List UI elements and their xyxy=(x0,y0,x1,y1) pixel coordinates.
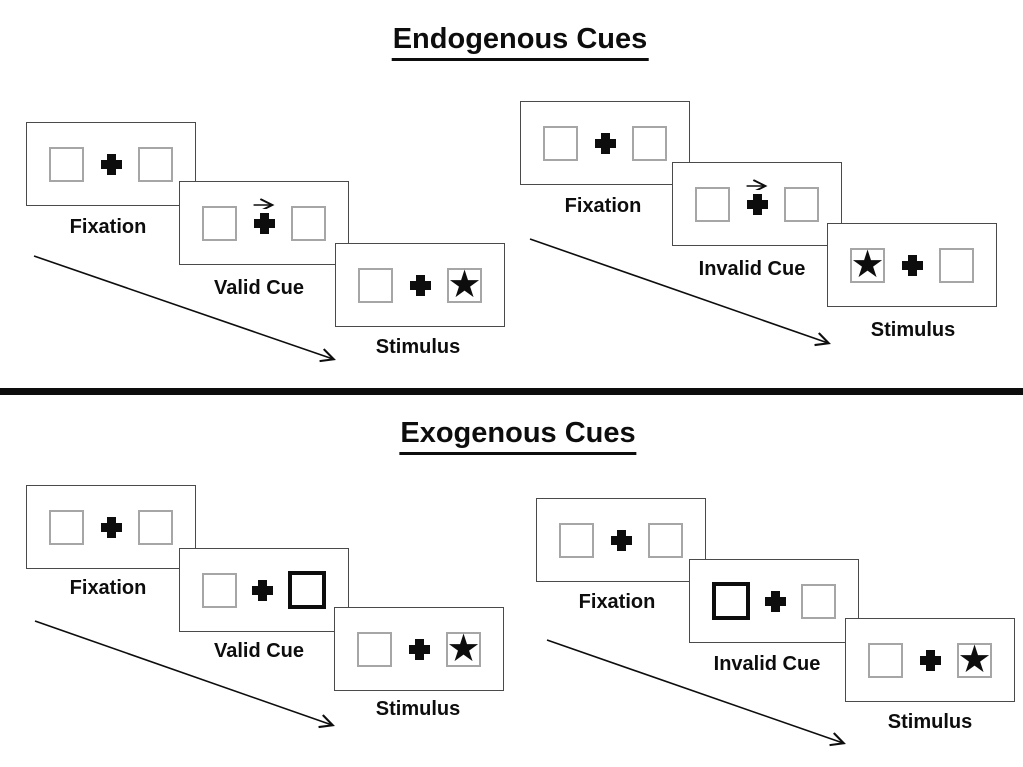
star-icon: ★ xyxy=(850,242,885,286)
star-icon: ★ xyxy=(447,262,482,306)
sequence-arrow xyxy=(34,620,339,732)
placeholder-box-right xyxy=(632,125,667,161)
panel-label: Stimulus xyxy=(887,711,973,733)
placeholder-box-left xyxy=(868,642,903,678)
placeholder-box-left xyxy=(357,631,392,667)
fixation-cross-icon xyxy=(746,193,768,215)
panel-fixation xyxy=(520,101,690,185)
placeholder-box-left xyxy=(695,186,730,222)
placeholder-box-right xyxy=(648,522,683,558)
panel-label: Invalid Cue xyxy=(698,258,806,280)
placeholder-box-left xyxy=(543,125,578,161)
placeholder-box-right xyxy=(801,583,836,619)
fixation-cross-icon xyxy=(594,132,616,154)
placeholder-box-left xyxy=(559,522,594,558)
cue-arrow-icon xyxy=(253,197,279,209)
sequence-arrow xyxy=(529,238,835,350)
target-box-left: ★ xyxy=(850,242,885,286)
panel-label: Fixation xyxy=(578,591,656,613)
panel-fixation xyxy=(26,122,196,206)
fixation-cross-icon xyxy=(253,212,275,234)
panel-label: Stimulus xyxy=(375,698,461,720)
highlighted-cue-box-left xyxy=(712,582,750,620)
placeholder-box-left xyxy=(49,146,84,182)
sequence-arrow xyxy=(546,639,850,750)
section-divider xyxy=(0,388,1023,395)
panel-stimulus: ★ xyxy=(334,607,504,691)
panel-label: Fixation xyxy=(69,216,147,238)
fixation-cross-icon xyxy=(765,590,786,612)
panel-invalid-cue xyxy=(689,559,859,643)
fixation-cross-icon xyxy=(408,638,430,660)
star-icon: ★ xyxy=(446,626,481,670)
panel-stimulus: ★ xyxy=(335,243,505,327)
section-title-endogenous: Endogenous Cues xyxy=(391,23,649,61)
panel-label: Fixation xyxy=(564,195,642,217)
panel-stimulus: ★ xyxy=(845,618,1015,702)
fixation-cross-icon xyxy=(100,516,122,538)
fixation-cross-icon xyxy=(100,153,122,175)
placeholder-box-left xyxy=(202,205,237,241)
placeholder-box-left xyxy=(202,572,237,608)
panel-valid-cue xyxy=(179,548,349,632)
panel-valid-cue xyxy=(179,181,349,265)
panel-fixation xyxy=(536,498,706,582)
panel-label: Fixation xyxy=(69,577,147,599)
fixation-cross-icon xyxy=(901,254,923,276)
placeholder-box-right xyxy=(291,205,326,241)
highlighted-cue-box-right xyxy=(288,571,326,609)
section-title-exogenous: Exogenous Cues xyxy=(399,417,637,455)
target-box-right: ★ xyxy=(447,262,482,306)
cue-arrow-icon xyxy=(746,178,772,190)
fixation-cross-icon xyxy=(409,274,431,296)
panel-label: Invalid Cue xyxy=(713,653,821,675)
fixation-cross-icon xyxy=(610,529,632,551)
placeholder-box-right xyxy=(138,509,173,545)
panel-invalid-cue xyxy=(672,162,842,246)
panel-label: Valid Cue xyxy=(213,640,305,662)
panel-fixation xyxy=(26,485,196,569)
sequence-arrow xyxy=(33,255,340,366)
placeholder-box-left xyxy=(49,509,84,545)
panel-label: Stimulus xyxy=(870,319,956,341)
placeholder-box-right xyxy=(784,186,819,222)
panel-label: Stimulus xyxy=(375,336,461,358)
fixation-cross-icon xyxy=(252,579,273,601)
placeholder-box-right xyxy=(939,247,974,283)
target-box-right: ★ xyxy=(957,637,992,681)
panel-label: Valid Cue xyxy=(213,277,305,299)
placeholder-box-left xyxy=(358,267,393,303)
panel-stimulus: ★ xyxy=(827,223,997,307)
star-icon: ★ xyxy=(957,637,992,681)
target-box-right: ★ xyxy=(446,626,481,670)
placeholder-box-right xyxy=(138,146,173,182)
fixation-cross-icon xyxy=(919,649,941,671)
